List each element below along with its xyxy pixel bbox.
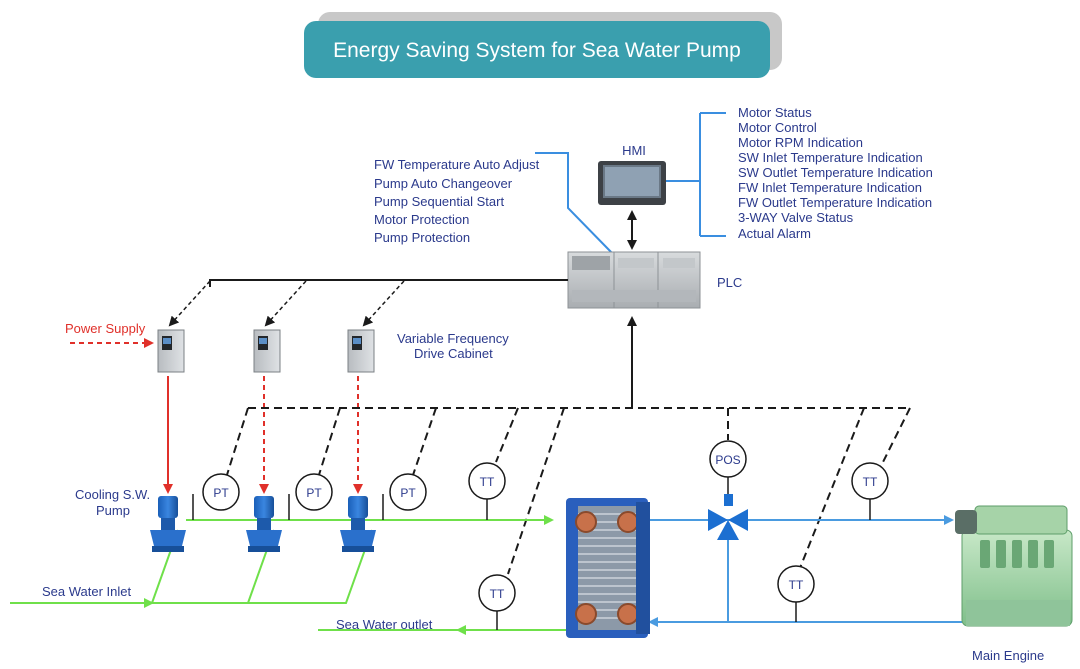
hmi-function-item: Actual Alarm (738, 226, 811, 241)
hmi-function-item: Motor Control (738, 120, 817, 135)
tt-fw-in-signal (799, 407, 865, 569)
main-engine: Main Engine (955, 505, 1073, 663)
hmi-function-item: FW Inlet Temperature Indication (738, 180, 922, 195)
pt-label: PT (213, 486, 229, 500)
plc-label: PLC (717, 275, 742, 290)
hmi-function-item: SW Outlet Temperature Indication (738, 165, 933, 180)
pressure-transmitter: PT (288, 473, 333, 520)
title-banner: Energy Saving System for Sea Water Pump (304, 12, 782, 78)
sea-water-pump (340, 496, 376, 552)
vfd-unit (347, 329, 375, 373)
plc-function-item: Pump Sequential Start (374, 194, 504, 209)
vfd-unit (157, 329, 185, 373)
tt-sw-in-signal (495, 407, 519, 463)
plc-vfd-bus (209, 279, 568, 287)
sea-water-suction-header (152, 529, 373, 604)
plc-function-item: Pump Auto Changeover (374, 176, 513, 191)
position-transmitter: POS (709, 440, 747, 494)
title-box (304, 21, 770, 78)
hmi-function-item: SW Inlet Temperature Indication (738, 150, 923, 165)
pump-label-line1: Cooling S.W. (75, 487, 150, 502)
tt-sw-out-signal (507, 407, 565, 575)
sea-water-outlet-label: Sea Water outlet (336, 617, 433, 632)
hmi-function-item: FW Outlet Temperature Indication (738, 195, 932, 210)
page-title: Energy Saving System for Sea Water Pump (333, 39, 741, 62)
plc-function-item: Pump Protection (374, 230, 470, 245)
tt-label: TT (863, 475, 878, 489)
power-supply-label: Power Supply (65, 321, 146, 336)
vfd-cabinet-label-line2: Drive Cabinet (414, 346, 493, 361)
plc-function-item: FW Temperature Auto Adjust (374, 157, 540, 172)
sea-water-pump (246, 496, 282, 552)
temperature-transmitter: TT (777, 565, 815, 622)
main-engine-label: Main Engine (972, 648, 1044, 663)
hmi-function-item: 3-WAY Valve Status (738, 210, 854, 225)
temperature-transmitter: TT (851, 462, 889, 520)
plate-heat-exchanger (566, 498, 650, 638)
pt-label: PT (306, 486, 322, 500)
vfd1-control-link (168, 280, 211, 327)
pump-label-line2: Pump (96, 503, 130, 518)
hmi-functions-list: Motor Status Motor Control Motor RPM Ind… (738, 105, 933, 241)
sea-water-pump (150, 496, 186, 552)
pressure-transmitter: PT (192, 473, 240, 520)
hmi-function-item: Motor Status (738, 105, 812, 120)
plc-functions-bracket (535, 152, 613, 254)
pt2-signal (317, 407, 341, 479)
three-way-valve (708, 494, 748, 540)
temperature-transmitter: TT (478, 574, 516, 630)
hmi-label: HMI (622, 143, 646, 158)
tt-label: TT (480, 475, 495, 489)
pos-label: POS (715, 453, 740, 467)
pt3-signal (411, 407, 437, 479)
hmi-function-item: Motor RPM Indication (738, 135, 863, 150)
sea-water-inlet-label: Sea Water Inlet (42, 584, 132, 599)
plc-functions-list: FW Temperature Auto Adjust Pump Auto Cha… (374, 157, 540, 245)
pressure-transmitter: PT (382, 473, 427, 520)
hmi-panel: HMI (598, 143, 666, 205)
tt-fw-out-signal (881, 407, 911, 465)
plc-function-item: Motor Protection (374, 212, 469, 227)
tt-label: TT (789, 578, 804, 592)
tt-label: TT (490, 587, 505, 601)
hmi-functions-bracket (666, 112, 726, 237)
vfd2-control-link (264, 280, 307, 327)
pt-label: PT (400, 486, 416, 500)
pt1-signal (225, 407, 249, 479)
vfd3-control-link (362, 280, 405, 327)
vfd-cabinet-label-line1: Variable Frequency (397, 331, 509, 346)
vfd-unit (253, 329, 281, 373)
plc-unit: PLC (567, 251, 742, 309)
temperature-transmitter: TT (468, 462, 506, 520)
